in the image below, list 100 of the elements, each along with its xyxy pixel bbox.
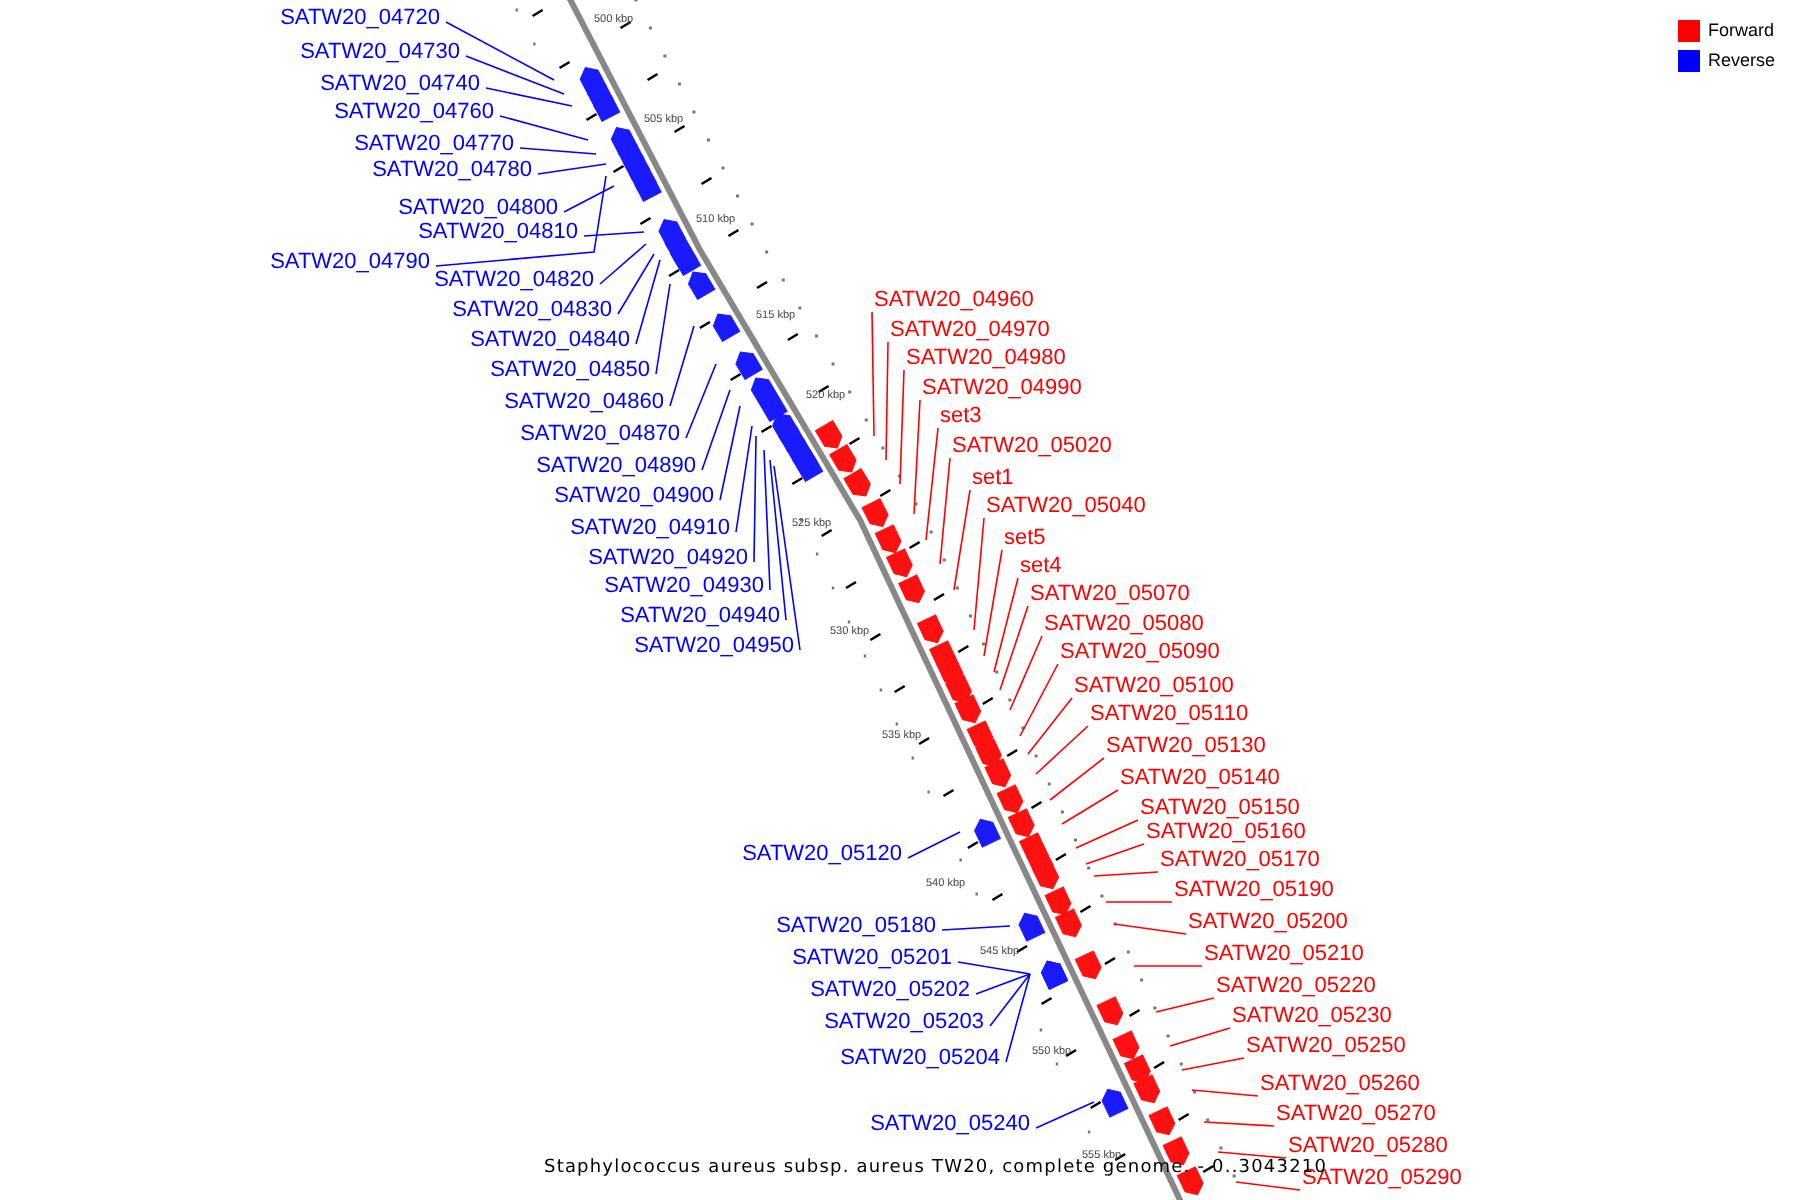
gene-label: SATW20_05070: [1030, 582, 1190, 608]
leader-line: [617, 253, 655, 315]
gene-label: SATW20_04920: [588, 546, 748, 572]
gene-label: SATW20_05200: [1188, 910, 1348, 936]
leader-line: [953, 489, 971, 591]
gene-label: SATW20_04770: [354, 132, 514, 158]
gene-label: SATW20_05130: [1106, 734, 1266, 760]
gene-label: SATW20_04990: [922, 376, 1082, 402]
gene-label: SATW20_05220: [1216, 974, 1376, 1000]
gene-label: SATW20_05150: [1140, 796, 1300, 822]
leader-line: [499, 115, 589, 141]
leader-line: [1217, 1151, 1287, 1159]
gene-label: set4: [1020, 554, 1062, 580]
gene-label: SATW20_05250: [1246, 1034, 1406, 1060]
leader-line: [537, 163, 607, 175]
leader-line: [1019, 663, 1059, 737]
leader-line: [599, 243, 647, 285]
gene-label: SATW20_05120: [742, 842, 902, 868]
leader-line: [753, 435, 757, 563]
gene-label: SATW20_05190: [1174, 878, 1334, 904]
leader-line: [1009, 635, 1043, 711]
gene-label: SATW20_05280: [1288, 1134, 1448, 1160]
leader-line: [1061, 789, 1119, 825]
leader-line: [1027, 697, 1073, 755]
leader-line: [993, 577, 1019, 673]
leader-line: [773, 465, 801, 651]
leader-line: [655, 283, 671, 375]
leader-line: [1235, 1181, 1301, 1191]
leader-line: [871, 311, 875, 437]
gene-label: SATW20_04740: [320, 72, 480, 98]
gene-label: SATW20_05090: [1060, 640, 1220, 666]
gene-label: SATW20_04790: [270, 250, 430, 276]
leader-line: [763, 449, 771, 591]
leader-line: [435, 175, 607, 267]
gene-label: SATW20_05140: [1120, 766, 1280, 792]
leader-line: [907, 831, 961, 859]
gene-label: SATW20_05203: [824, 1010, 984, 1036]
leader-line: [975, 973, 1031, 995]
leader-line: [635, 259, 661, 345]
leader-line: [583, 231, 645, 237]
gene-label: SATW20_04840: [470, 328, 630, 354]
gene-label: SATW20_05210: [1204, 942, 1364, 968]
gene-label: SATW20_04950: [634, 634, 794, 660]
gene-label: SATW20_05170: [1160, 848, 1320, 874]
leader-line: [1075, 819, 1139, 849]
leader-line: [989, 973, 1031, 1027]
gene-label: SATW20_04730: [300, 40, 460, 66]
gene-label: SATW20_05260: [1260, 1072, 1420, 1098]
gene-label: SATW20_04870: [520, 422, 680, 448]
leader-line: [913, 399, 921, 515]
leader-line: [465, 55, 565, 95]
gene-label: SATW20_04900: [554, 484, 714, 510]
leader-line: [485, 87, 573, 107]
leader-line: [685, 363, 717, 439]
leader-line: [701, 389, 731, 471]
gene-label: SATW20_04760: [334, 100, 494, 126]
leader-line: [519, 147, 597, 155]
gene-label: SATW20_04980: [906, 346, 1066, 372]
gene-label: SATW20_05240: [870, 1112, 1030, 1138]
gene-label: set1: [972, 466, 1014, 492]
leader-line: [1169, 1027, 1231, 1047]
leader-line: [1049, 757, 1105, 801]
gene-label: SATW20_05180: [776, 914, 936, 940]
legend-label: Forward: [1708, 18, 1775, 42]
leader-line: [1105, 901, 1173, 903]
leader-line: [1085, 843, 1145, 865]
gene-label: SATW20_04930: [604, 574, 764, 600]
leader-line: [941, 925, 1011, 931]
leader-line: [999, 605, 1029, 691]
leader-line: [939, 457, 951, 565]
gene-label: SATW20_05100: [1074, 674, 1234, 700]
leader-line: [925, 427, 939, 541]
leader-line: [1155, 997, 1215, 1013]
leader-line: [1113, 923, 1187, 935]
gene-label: SATW20_05230: [1232, 1004, 1392, 1030]
legend-label: Reverse: [1708, 48, 1776, 72]
leader-line: [769, 459, 787, 621]
gene-label: SATW20_05204: [840, 1046, 1000, 1072]
leader-line: [983, 549, 1003, 657]
gene-label: SATW20_05201: [792, 946, 952, 972]
gene-label: SATW20_05160: [1146, 820, 1306, 846]
gene-label: SATW20_05020: [952, 434, 1112, 460]
leader-line: [445, 21, 555, 81]
gene-label: SATW20_04940: [620, 604, 780, 630]
gene-label: SATW20_04970: [890, 318, 1050, 344]
leader-line: [735, 425, 753, 533]
leader-line: [1093, 871, 1159, 877]
gene-label: SATW20_04860: [504, 390, 664, 416]
gene-label: SATW20_05270: [1276, 1102, 1436, 1128]
gene-label: SATW20_04850: [490, 358, 650, 384]
gene-label: SATW20_05290: [1302, 1166, 1462, 1192]
leader-line: [1203, 1121, 1275, 1127]
gene-label: set3: [940, 404, 982, 430]
leader-line: [1191, 1089, 1259, 1097]
gene-label: SATW20_04890: [536, 454, 696, 480]
gene-label: SATW20_04910: [570, 516, 730, 542]
gene-label: SATW20_04960: [874, 288, 1034, 314]
leader-line: [1035, 1101, 1095, 1129]
gene-label: SATW20_05080: [1044, 612, 1204, 638]
leader-line: [899, 369, 905, 485]
